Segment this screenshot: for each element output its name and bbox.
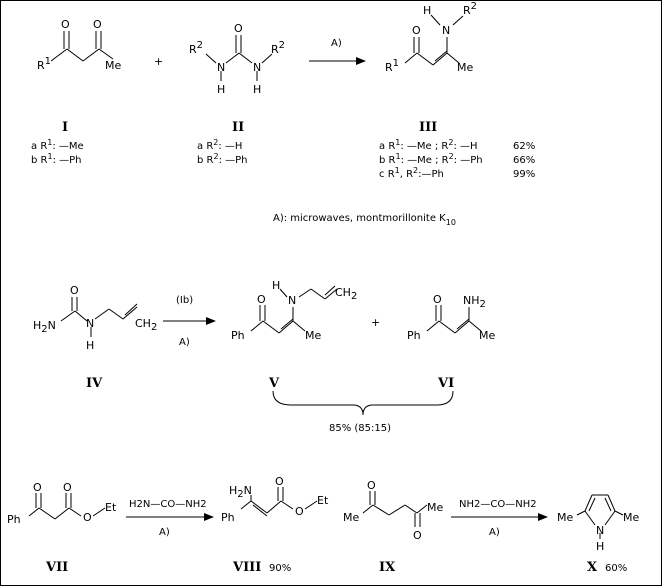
yield-VIII: 90% <box>269 563 291 574</box>
atom-n: N <box>217 61 225 74</box>
atom-r1: R1 <box>385 58 399 74</box>
compound-VII-structure: O O Ph O Et <box>7 481 117 526</box>
group-et: Et <box>317 494 329 507</box>
group-me: Me <box>623 511 639 524</box>
atom-r2: R2 <box>189 40 203 56</box>
compound-label-I: I <box>62 120 68 135</box>
compound-X-structure: N H Me Me <box>557 494 639 553</box>
yield-X: 60% <box>605 563 627 574</box>
group-me: Me <box>305 329 321 342</box>
compound-label-II: II <box>232 120 244 135</box>
atom-r2: R2 <box>271 40 285 56</box>
option-IIb: b R2: —Ph <box>197 152 248 166</box>
atom-o: O <box>257 293 266 306</box>
compound-VIII-structure: H2N O Ph O Et <box>221 475 329 524</box>
group-ch2: CH2 <box>335 286 357 302</box>
group-nh2: H2N <box>229 484 252 500</box>
arrow-condition: A) <box>159 527 170 538</box>
arrow-label-bottom: A) <box>179 337 190 348</box>
group-ph: Ph <box>231 329 245 342</box>
compound-label-IX: IX <box>379 560 396 575</box>
atom-o: O <box>61 18 70 31</box>
yield-IIIb: 66% <box>513 155 535 166</box>
arrow-reagent: NH2—CO—NH2 <box>459 499 537 510</box>
compound-label-IV: IV <box>86 376 103 391</box>
atom-r1: R1 <box>37 56 51 72</box>
compound-II-structure: O R2 R2 N N H H <box>189 22 285 96</box>
reaction-conditions: A): microwaves, montmorillonite K10 <box>273 213 456 227</box>
option-IIa: a R2: —H <box>197 138 242 152</box>
group-me: Me <box>427 501 443 514</box>
group-me: Me <box>343 511 359 524</box>
group-ph: Ph <box>221 511 235 524</box>
atom-o: O <box>295 505 304 518</box>
arrow-label-top: (Ib) <box>176 295 193 306</box>
group-ph: Ph <box>407 329 421 342</box>
curly-brace <box>272 390 454 416</box>
atom-h: H <box>596 540 604 553</box>
group-ph: Ph <box>7 513 21 526</box>
plus-sign: + <box>154 55 163 68</box>
group-me: Me <box>105 59 121 72</box>
atom-o: O <box>412 24 421 37</box>
atom-o: O <box>234 22 243 35</box>
atom-o: O <box>275 475 284 488</box>
atom-o: O <box>433 293 442 306</box>
atom-o: O <box>413 529 422 542</box>
combined-yield: 85% (85:15) <box>329 423 391 434</box>
compound-label-VI: VI <box>437 376 454 391</box>
arrow-label: A) <box>331 38 342 49</box>
atom-n: N <box>86 317 94 330</box>
option-Ia: a R1: —Me <box>31 138 84 152</box>
group-nh2: NH2 <box>463 294 486 310</box>
atom-o: O <box>93 18 102 31</box>
group-me: Me <box>479 329 495 342</box>
compound-V-structure: O N H CH2 Ph Me <box>231 279 357 342</box>
group-et: Et <box>105 501 117 514</box>
group-me: Me <box>557 511 573 524</box>
yield-IIIa: 62% <box>513 141 535 152</box>
arrow-reagent: H2N—CO—NH2 <box>129 499 207 510</box>
option-Ib: b R1: —Ph <box>31 152 82 166</box>
atom-h: H <box>272 279 280 292</box>
group-ch2: CH2 <box>135 317 157 333</box>
compound-VI-structure: O NH2 Ph Me <box>407 293 495 342</box>
atom-o: O <box>83 511 92 524</box>
group-nh2: H2N <box>33 319 56 335</box>
compound-label-X: X <box>587 560 598 575</box>
compound-III-structure: O N H R2 R1 Me <box>385 1 477 74</box>
atom-n: N <box>442 24 450 37</box>
atom-h: H <box>217 83 225 96</box>
atom-o: O <box>33 481 42 494</box>
option-IIIa: a R1: —Me ; R2: —H <box>379 138 478 152</box>
compound-IX-structure: O O Me Me <box>343 479 443 542</box>
atom-o: O <box>70 284 79 297</box>
atom-h: H <box>86 339 94 352</box>
compound-label-V: V <box>268 376 280 391</box>
atom-o: O <box>367 479 376 492</box>
group-me: Me <box>457 61 473 74</box>
arrow-condition: A) <box>489 527 500 538</box>
compound-label-III: III <box>419 120 437 135</box>
yield-IIIc: 99% <box>513 169 535 180</box>
atom-h: H <box>253 83 261 96</box>
option-IIIc: c R1, R2:—Ph <box>379 166 444 180</box>
compound-I-structure: O O R1 Me <box>37 18 121 72</box>
atom-h: H <box>423 4 431 17</box>
plus-sign: + <box>371 316 380 329</box>
atom-n: N <box>288 294 296 307</box>
atom-o: O <box>63 481 72 494</box>
atom-n: N <box>253 61 261 74</box>
compound-label-VIII: VIII <box>232 560 261 575</box>
compound-label-VII: VII <box>45 560 68 575</box>
atom-r2: R2 <box>463 1 477 17</box>
option-IIIb: b R1: —Me ; R2: —Ph <box>379 152 483 166</box>
atom-n: N <box>596 524 604 537</box>
compound-IV-structure: O H2N N H CH2 <box>33 284 157 352</box>
